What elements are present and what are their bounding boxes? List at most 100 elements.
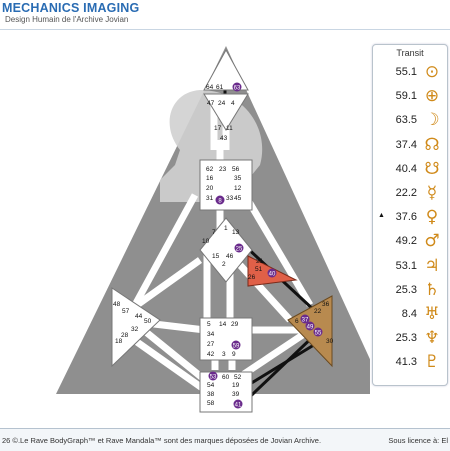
gate-label: 59 xyxy=(233,344,240,350)
gate-label: 30 xyxy=(326,338,334,345)
gate-label: 18 xyxy=(115,338,123,345)
gate-label: 1 xyxy=(224,225,228,232)
sun-icon: ⊙ xyxy=(424,62,440,82)
transit-row: 25.3 ♆ xyxy=(373,327,447,351)
gate-label: 5 xyxy=(207,321,211,328)
transit-row: 55.1 ⊙ xyxy=(373,61,447,85)
moon-icon: ☽ xyxy=(424,110,440,131)
gate-label: 50 xyxy=(144,318,152,325)
solar-plexus-center xyxy=(287,295,333,368)
transit-value: 41.3 xyxy=(395,356,417,369)
gate-label: 43 xyxy=(220,135,228,142)
transit-row: ▲37.6♀ xyxy=(373,206,447,230)
gate-label: 10 xyxy=(202,238,210,245)
gate-label: 23 xyxy=(219,166,227,173)
brand-title: MECHANICS IMAGING xyxy=(2,1,140,15)
transit-value: 22.2 xyxy=(395,187,417,199)
root-center xyxy=(199,371,253,413)
gate-label: 48 xyxy=(113,301,121,308)
bodygraph-chart: 64 61 47 24 4 17 11 43 62 23 56 16 35 20… xyxy=(0,30,370,420)
transit-value: 25.3 xyxy=(395,332,417,345)
gate-label: 26 xyxy=(248,274,256,281)
transit-panel: Transit 55.1⊙59.1⊕63.5☽37.4☊40.4☋22.2☿▲3… xyxy=(372,44,448,386)
gate-label: 20 xyxy=(206,185,214,192)
gate-label: 61 xyxy=(216,84,224,91)
gate-label: 51 xyxy=(255,266,263,273)
head-center xyxy=(203,48,249,91)
gate-label: 22 xyxy=(314,308,322,315)
transit-row: 40.4☋ xyxy=(373,158,447,182)
gate-label: 27 xyxy=(207,341,215,348)
earth-icon: ⊕ xyxy=(424,86,440,107)
transit-value: 37.4 xyxy=(395,138,417,151)
gate-label: 45 xyxy=(234,195,242,202)
footer-copyright: 26 ©.Le Rave BodyGraph™ et Rave Mandala™… xyxy=(2,436,322,445)
jupiter-icon: ♃ xyxy=(424,255,440,276)
gate-label: 53 xyxy=(210,375,217,381)
gate-label: 21 xyxy=(256,258,264,265)
gate-label: 4 xyxy=(231,100,235,107)
transit-value: 53.1 xyxy=(395,259,417,272)
gate-label: 54 xyxy=(207,382,215,389)
transit-value: 25.3 xyxy=(395,283,417,296)
gate-label: 33 xyxy=(226,195,234,202)
gate-label: 11 xyxy=(226,125,233,132)
gate-label: 9 xyxy=(232,351,236,358)
pluto-icon: ♇ xyxy=(424,352,440,373)
uranus-icon: ♅ xyxy=(424,304,440,324)
gate-label: 40 xyxy=(269,272,276,278)
gate-label: 13 xyxy=(232,229,240,236)
gate-label: 42 xyxy=(207,351,215,358)
gate-label: 36 xyxy=(322,301,330,308)
transit-row: 63.5 ☽ xyxy=(373,109,447,133)
header-divider xyxy=(0,29,450,30)
mercury-icon: ☿ xyxy=(426,183,438,203)
neptune-icon: ♆ xyxy=(424,328,440,349)
gate-label: 24 xyxy=(218,100,226,107)
gate-label: 16 xyxy=(206,175,214,182)
north-node-icon: ☊ xyxy=(424,134,440,155)
transit-value: 49.2 xyxy=(395,235,417,248)
footer-bar: 26 ©.Le Rave BodyGraph™ et Rave Mandala™… xyxy=(0,428,450,451)
gate-label: 44 xyxy=(135,313,143,320)
transit-value: 55.1 xyxy=(395,66,417,78)
gate-label: 46 xyxy=(226,253,234,260)
gate-label: 29 xyxy=(231,321,239,328)
transit-row: 25.3 ♄ xyxy=(373,279,447,303)
gate-label: 28 xyxy=(121,332,129,339)
gate-label: 38 xyxy=(207,391,215,398)
gate-label: 31 xyxy=(206,195,214,202)
gate-label: 15 xyxy=(212,253,220,260)
gate-label: 60 xyxy=(222,374,230,381)
ajna-center xyxy=(203,93,249,131)
gate-label: 57 xyxy=(122,308,130,315)
bodygraph-svg: 64 61 47 24 4 17 11 43 62 23 56 16 35 20… xyxy=(56,46,370,413)
gate-label: 37 xyxy=(302,318,309,324)
gate-label: 7 xyxy=(212,229,216,236)
transit-row: 49.2♂ xyxy=(373,230,447,254)
gate-label: 64 xyxy=(206,84,214,91)
gate-label: 63 xyxy=(234,86,241,92)
gate-label: 47 xyxy=(207,100,215,107)
gate-label: 2 xyxy=(222,261,226,268)
south-node-icon: ☋ xyxy=(424,158,440,179)
transit-row: 41.3 ♇ xyxy=(373,351,447,375)
gate-label: 58 xyxy=(207,400,215,407)
gate-label: 34 xyxy=(207,331,215,338)
transit-row: 37.4 ☊ xyxy=(373,134,447,158)
g-center xyxy=(199,217,253,283)
footer-license: Sous licence à: El xyxy=(388,436,448,445)
gate-label: 49 xyxy=(307,325,314,331)
sacral-center xyxy=(199,317,253,361)
gate-label: 56 xyxy=(232,166,240,173)
saturn-icon: ♄ xyxy=(424,279,440,300)
brand-subtitle: Design Humain de l'Archive Jovian xyxy=(5,15,129,24)
transit-value: 63.5 xyxy=(395,114,417,127)
highlighted-gates: 63 8 2 5 40 59 53 4 1 37 49 55 xyxy=(208,82,323,409)
gate-label: 55 xyxy=(315,331,322,337)
transit-value: 59.1 xyxy=(395,90,417,103)
gate-label: 35 xyxy=(234,175,242,182)
transit-value: 8.4 xyxy=(401,308,417,320)
gate-label: 8 xyxy=(218,199,222,205)
gate-label: 17 xyxy=(214,125,222,132)
